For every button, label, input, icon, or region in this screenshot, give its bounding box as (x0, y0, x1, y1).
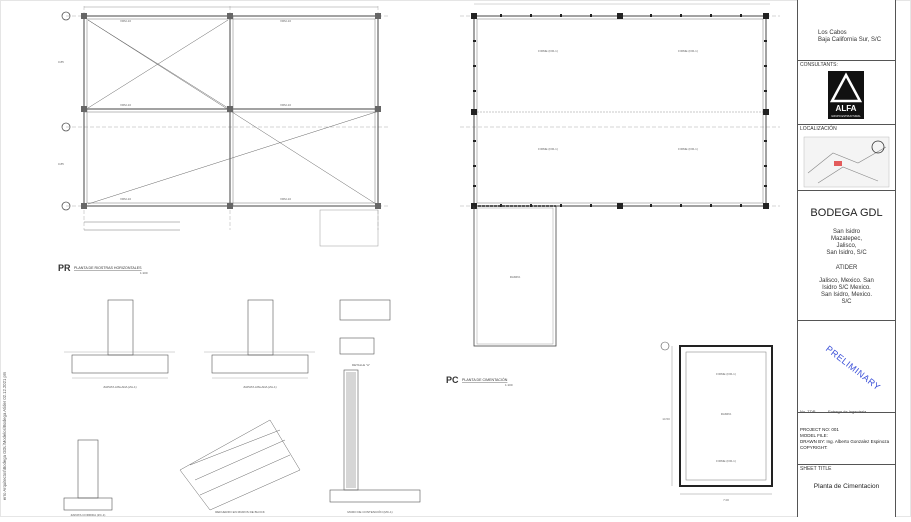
north-arrow-icon (871, 140, 885, 154)
plan-pr-scale: 1:100 (140, 271, 148, 275)
svg-text:VRM-10: VRM-10 (280, 197, 291, 201)
client-address: Jalisco, Mexico. San Isidro S/C Mexico. … (819, 278, 874, 305)
drawn-by: DRAWN BY: Ing. Alberto Gonzalez Espinoza (800, 439, 890, 444)
detail-za1-a (64, 299, 175, 379)
detail-label-6: MURO DE CONTENCIÓN (MC-1) (347, 509, 392, 514)
revision-section: PRELIMINARY No. TDR Entrega de Ingenieri… (798, 320, 895, 414)
copyright: COPYRIGHT: (800, 445, 828, 450)
plan-pc-tag: PC (446, 375, 459, 385)
plan-pc (460, 3, 780, 347)
localizacion-section: LOCALIZACIÓN (798, 124, 895, 190)
pc-label-3: FIRME (FIR-1) (538, 147, 558, 151)
project-number: PROJECT NO: 001 (800, 427, 839, 432)
project-title: BODEGA GDL (810, 207, 883, 219)
plan-pc-scale: 1:100 (505, 383, 513, 387)
sheet-title-section: SHEET TITLE Planta de Cimentacion (798, 464, 895, 517)
consultants-label: CONSULTANTS: (800, 62, 838, 68)
svg-text:VRM-10: VRM-10 (120, 19, 131, 23)
detail-label-1: ZAPATA AISLADA (ZA-1) (103, 385, 136, 389)
svg-text:0.85: 0.85 (58, 60, 64, 64)
pc-label-2: FIRME (FIR-1) (678, 49, 698, 53)
sheet-title-label: SHEET TITLE (800, 466, 832, 472)
alfa-logo: ALFA GRUPO ESTRUCTURAL (828, 71, 864, 119)
plan-pr (61, 6, 390, 247)
zone-label-3: FIRME (FIR-1) (716, 459, 736, 463)
preliminary-stamp: PRELIMINARY (823, 343, 883, 393)
location-section: Los Cabos Baja California Sur, S/C (798, 0, 895, 60)
zone-dim-height: 14.50 (662, 417, 670, 421)
svg-text:VRM-10: VRM-10 (120, 103, 131, 107)
detail-za1-b (204, 299, 315, 379)
revision-note: Entrega de Ingenieria (828, 409, 867, 414)
info-section: PROJECT NO: 001 MODEL FILE: DRAWN BY: In… (798, 412, 895, 464)
detail-zc1 (63, 439, 113, 511)
title-block: Los Cabos Baja California Sur, S/C CONSU… (797, 0, 896, 517)
zone-label-1: FIRME (FIR-1) (716, 372, 736, 376)
project-address: San Isidro Mazatepec, Jalisco, San Isidr… (826, 229, 867, 256)
project-section: BODEGA GDL San Isidro Mazatepec, Jalisco… (798, 190, 895, 320)
consultants-section: CONSULTANTS: ALFA GRUPO ESTRUCTURAL (798, 60, 895, 124)
zone-dim-width: 7.00 (723, 498, 729, 502)
zone-label-2: RAMPA (721, 412, 731, 416)
location-text: Los Cabos Baja California Sur, S/C (818, 30, 882, 43)
detail-a (339, 299, 391, 355)
svg-text:0.85: 0.85 (58, 162, 64, 166)
detail-label-2: ZAPATA AISLADA (ZA-1) (243, 385, 276, 389)
model-file: MODEL FILE: (800, 433, 828, 438)
pc-label-ramp: RAMPA (510, 275, 520, 279)
svg-text:VRM-10: VRM-10 (280, 19, 291, 23)
logo-name: ALFA (836, 104, 857, 113)
svg-text:VRM-10: VRM-10 (280, 103, 291, 107)
revision-no: No. TDR (800, 409, 816, 414)
pc-label-1: FIRME (FIR-1) (538, 49, 558, 53)
file-path-note: erro Arquitectos\Bodega GDL\Modelos\Bode… (2, 371, 7, 500)
logo-tagline: GRUPO ESTRUCTURAL (831, 114, 861, 118)
zone-plan (660, 341, 773, 495)
pc-label-4: FIRME (FIR-1) (678, 147, 698, 151)
detail-mc1 (329, 369, 421, 503)
location-map (803, 136, 890, 188)
svg-text:VRM-10: VRM-10 (120, 197, 131, 201)
sheet-title: Planta de Cimentacion (813, 483, 880, 490)
plan-pc-title: PLANTA DE CIMENTACIÓN (462, 377, 508, 382)
plan-pr-title: PLANTA DE RIOSTRAS HORIZONTALES (74, 266, 142, 270)
location-label: LOCALIZACIÓN (800, 126, 837, 132)
plan-pr-tag: PR (58, 263, 71, 273)
detail-muro-block (179, 419, 301, 511)
detail-label-3: DETALLE "A" (352, 363, 370, 367)
client-name: ATIDER (835, 265, 858, 271)
detail-label-5: REFUERZO EN MUROS DE BLOCK (215, 510, 265, 514)
detail-label-4: ZAPATA CORRIDA (ZC-1) (71, 513, 106, 517)
